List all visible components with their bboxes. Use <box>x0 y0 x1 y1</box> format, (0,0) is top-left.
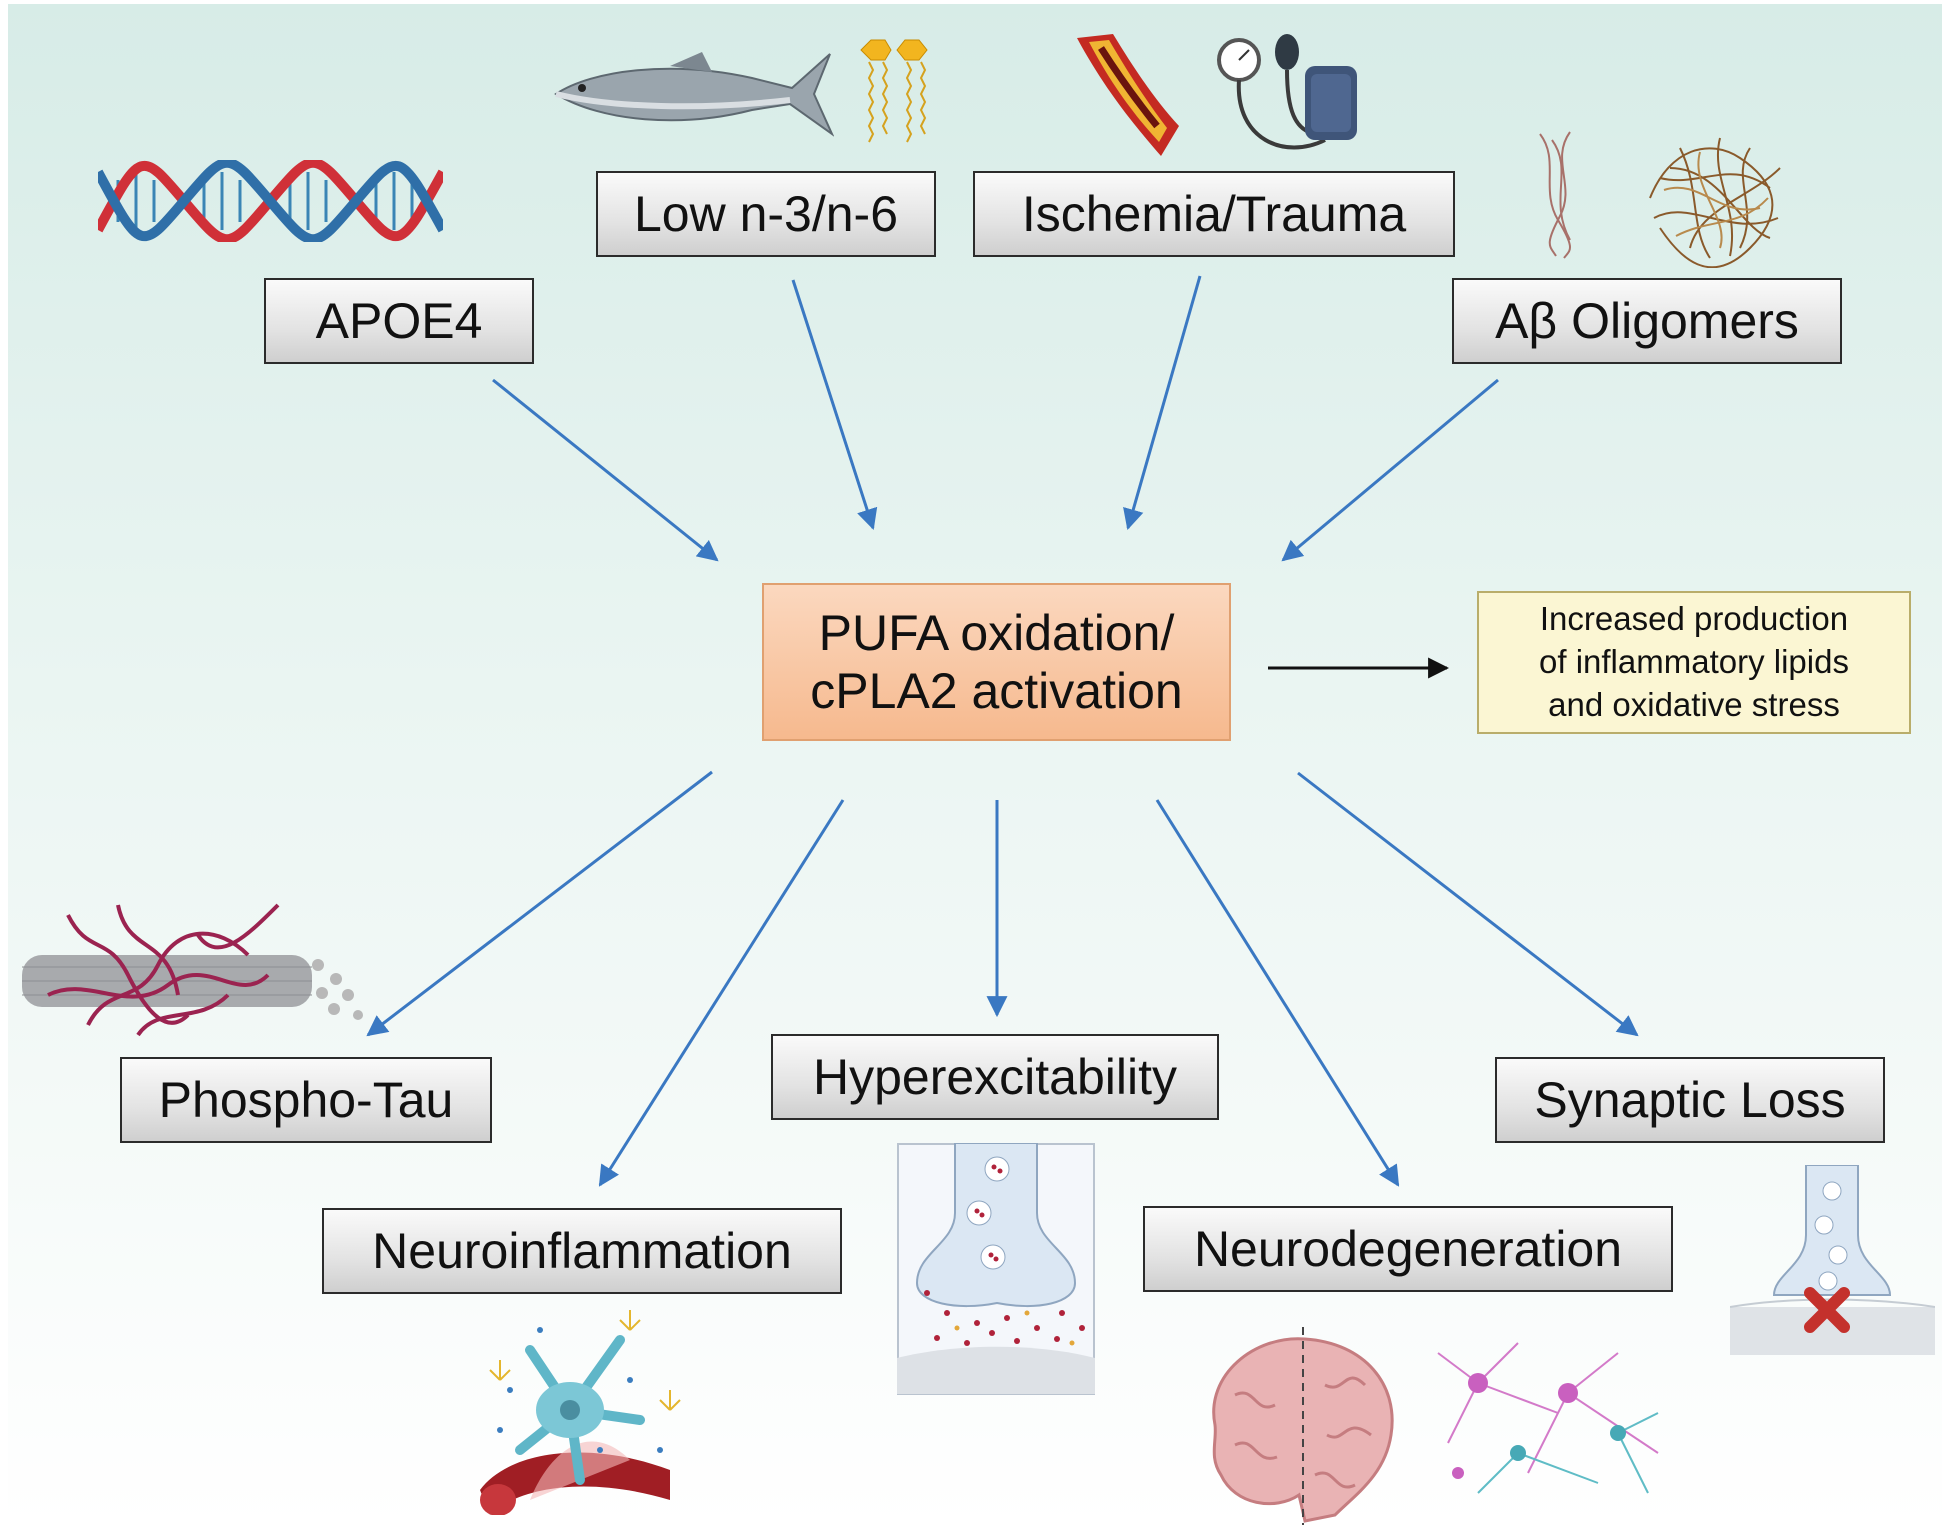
note-line1: Increased production <box>1539 600 1849 638</box>
amyloid-plaque-icon <box>1649 137 1781 268</box>
pufa-oxidation-line1: PUFA oxidation/ <box>818 604 1175 661</box>
hyperexcitability-box: Hyperexcitability <box>771 1034 1219 1120</box>
abeta-oligomers-box: Aβ Oligomers <box>1452 278 1842 364</box>
inflammatory-lipids-note: Increased production of inflammatory lip… <box>1477 591 1911 734</box>
fish-icon <box>554 52 834 137</box>
synaptic-loss-box: Synaptic Loss <box>1495 1057 1885 1143</box>
brain-section-icon <box>1212 1327 1394 1525</box>
neurodegeneration-box: Neurodegeneration <box>1143 1206 1673 1292</box>
tau-tangle-icon <box>22 903 363 1037</box>
ischemia-trauma-box: Ischemia/Trauma <box>973 171 1455 257</box>
phospho-tau-box: Phospho-Tau <box>120 1057 492 1143</box>
neuron-network-icon <box>1437 1342 1659 1494</box>
blood-pressure-cuff-icon <box>1217 34 1357 150</box>
phospholipid-icon <box>860 39 928 143</box>
omega-ratio-label: Low n-3/n-6 <box>633 185 899 242</box>
note-line2: of inflammatory lipids <box>1539 643 1849 681</box>
note-line3: and oxidative stress <box>1548 685 1840 723</box>
arrow-center-to-phospho-tau <box>366 770 713 1037</box>
artery-plaque-icon <box>1077 34 1179 156</box>
abeta-oligomers-label: Aβ Oligomers <box>1495 292 1799 349</box>
ischemia-trauma-label: Ischemia/Trauma <box>1021 185 1407 242</box>
synaptic-loss-label: Synaptic Loss <box>1534 1071 1846 1128</box>
pufa-oxidation-line2: cPLA2 activation <box>810 663 1183 719</box>
apoe4-label: APOE4 <box>315 292 483 349</box>
neurodegeneration-label: Neurodegeneration <box>1193 1220 1623 1277</box>
arrow-ischemia-to-center <box>1123 275 1202 531</box>
omega-ratio-box: Low n-3/n-6 <box>596 171 936 257</box>
pufa-oxidation-box: PUFA oxidation/ cPLA2 activation <box>762 583 1231 741</box>
arrow-abeta-to-center <box>1281 378 1499 562</box>
neuroinflammation-label: Neuroinflammation <box>372 1222 792 1279</box>
arrow-center-to-synaptic-loss <box>1297 771 1639 1037</box>
arrow-center-to-neurodegeneration <box>1155 799 1400 1187</box>
arrow-apoe4-to-center <box>492 378 719 562</box>
phospho-tau-label: Phospho-Tau <box>158 1071 454 1128</box>
dna-helix-icon <box>98 160 443 242</box>
apoe4-box: APOE4 <box>264 278 534 364</box>
synapse-icon <box>897 1143 1095 1395</box>
arrow-center-to-neuroinflammation <box>598 799 845 1187</box>
microglia-vessel-icon <box>480 1310 681 1515</box>
hyperexcitability-label: Hyperexcitability <box>812 1048 1177 1105</box>
amyloid-fibril-icon <box>1539 131 1571 259</box>
synapse-loss-icon <box>1730 1165 1935 1355</box>
neuroinflammation-box: Neuroinflammation <box>322 1208 842 1294</box>
arrow-omega-to-center <box>791 279 878 530</box>
